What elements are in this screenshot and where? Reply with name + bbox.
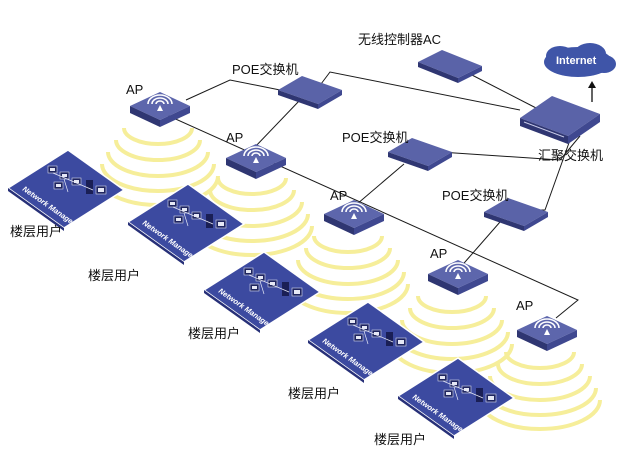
floor-user-label-2: 楼层用户 <box>88 268 140 283</box>
aggregation-switch-label: 汇聚交换机 <box>538 148 603 163</box>
wireless-controller-label: 无线控制器AC <box>358 32 441 47</box>
access-point-3[interactable] <box>323 199 385 236</box>
wireless-controller-device[interactable] <box>418 50 482 83</box>
uplink-arrow-icon <box>588 81 596 102</box>
ap-label-4: AP <box>430 246 447 261</box>
ap-label-5: AP <box>516 298 533 313</box>
floor-user-label-1: 楼层用户 <box>10 224 62 239</box>
floor-area-4: Network Management <box>307 301 425 388</box>
internet-cloud: Internet <box>544 43 616 77</box>
floor-user-label-4: 楼层用户 <box>288 386 340 401</box>
access-point-4[interactable] <box>427 259 489 296</box>
poe-switch-1[interactable] <box>278 76 342 109</box>
ap-label-2: AP <box>226 130 243 145</box>
internet-label: Internet <box>556 55 597 67</box>
poe-switch-label-1: POE交换机 <box>232 62 298 77</box>
floor-user-label-5: 楼层用户 <box>374 432 426 447</box>
ap-label-1: AP <box>126 82 143 97</box>
access-point-2[interactable] <box>225 143 287 180</box>
poe-switch-label-2: POE交换机 <box>342 130 408 145</box>
floor-area-2: Network Management <box>127 183 245 270</box>
ap-label-3: AP <box>330 188 347 203</box>
aggregation-switch-device[interactable] <box>520 96 600 144</box>
poe-switch-label-3: POE交换机 <box>442 188 508 203</box>
access-point-5[interactable] <box>516 315 578 352</box>
network-links <box>159 71 581 319</box>
floor-user-label-3: 楼层用户 <box>188 326 240 341</box>
